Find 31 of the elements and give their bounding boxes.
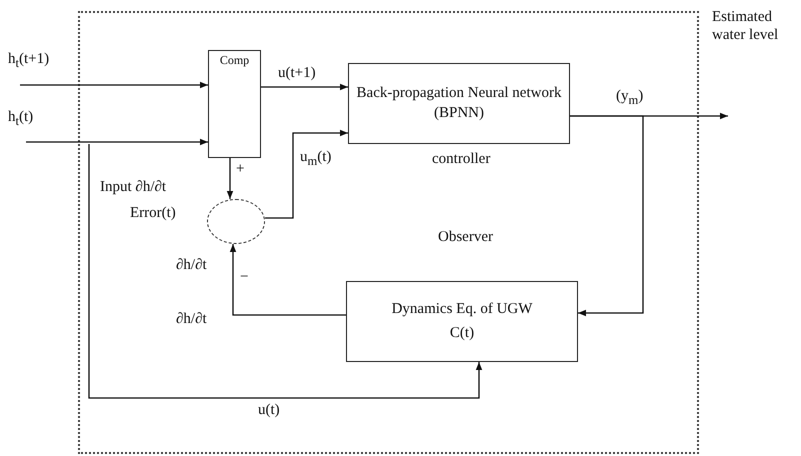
node-caption: controller: [432, 150, 490, 168]
edge-label: h$_{t}$(t+1): [8, 50, 50, 71]
arrow: [88, 144, 482, 399]
arrow: [570, 115, 644, 316]
edge-label: (y$_{m}$): [616, 87, 644, 108]
process-box: [348, 63, 570, 144]
arrow: [261, 84, 348, 90]
arrow: [226, 158, 234, 199]
text-label: ∂h/∂t: [176, 256, 207, 274]
node-text: Comp: [218, 52, 250, 69]
text-label: ∂h/∂t: [176, 310, 207, 328]
system-boundary: [78, 11, 699, 454]
arrow: [230, 244, 346, 316]
text-label: Estimated water level: [712, 8, 780, 44]
edge-label: +: [236, 160, 244, 178]
edge-label: −: [240, 268, 248, 286]
arrow: [26, 138, 208, 146]
edge-label: u(t+1): [278, 64, 316, 82]
edge-label: u$_{m}$(t): [300, 148, 332, 169]
edge-label: h$_{t}$(t): [8, 108, 34, 129]
process-box: [346, 281, 578, 362]
text-label: Error(t): [130, 204, 176, 222]
text-label: Input ∂h/∂t: [100, 178, 166, 196]
arrow: [265, 130, 348, 219]
node-text: C(t): [448, 324, 476, 342]
arrow: [20, 82, 208, 88]
text-label: Observer: [438, 228, 493, 246]
node-text: Dynamics Eq. of UGW: [390, 300, 534, 319]
process-box: [208, 50, 261, 158]
edge-label: u(t): [258, 401, 280, 419]
node-text: Back-propagation Neural network (BPNN): [356, 84, 562, 122]
